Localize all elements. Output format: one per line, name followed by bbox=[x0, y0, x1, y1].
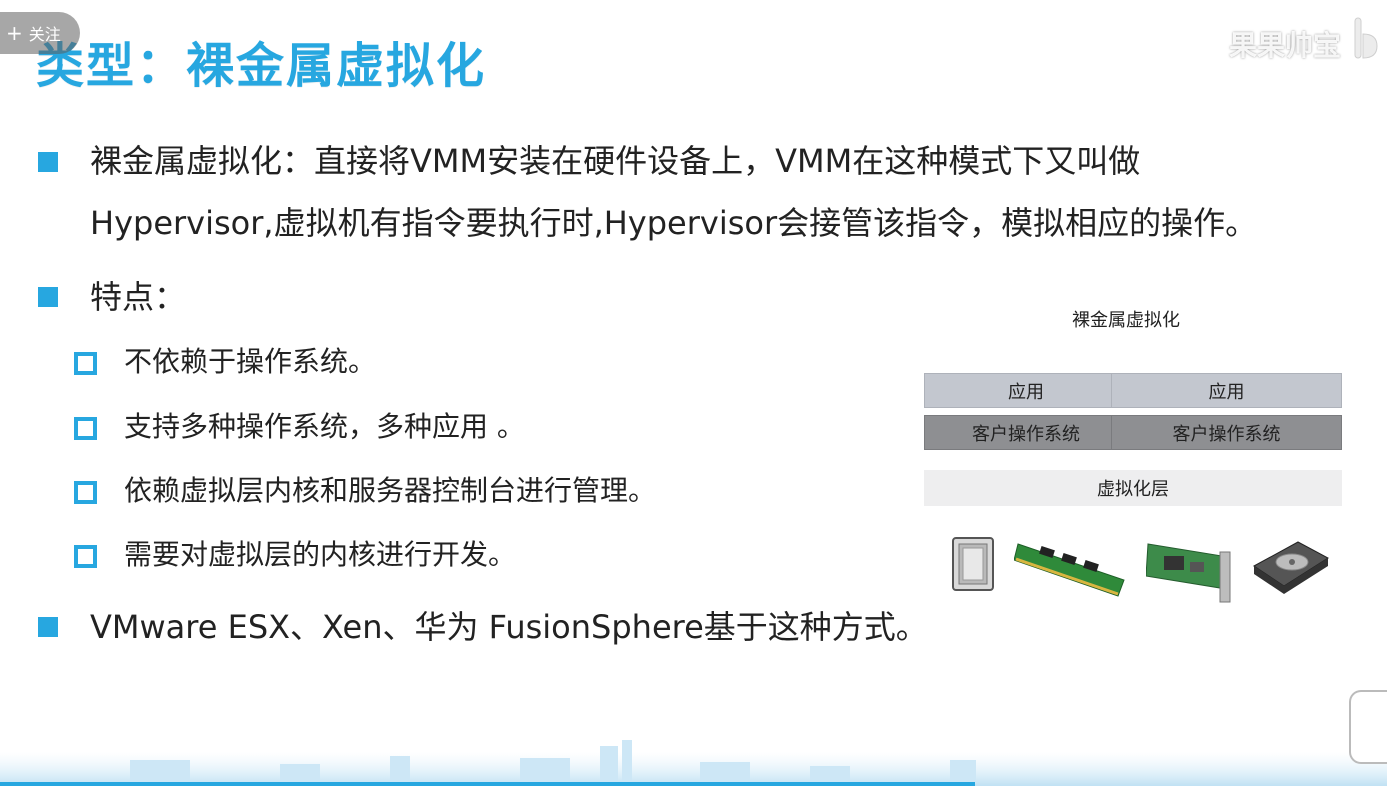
channel-logo-icon bbox=[1354, 17, 1378, 59]
bullet-examples: VMware ESX、Xen、华为 FusionSphere基于这种方式。 bbox=[38, 596, 928, 658]
sub-bullet-text: 依赖虚拟层内核和服务器控制台进行管理。 bbox=[124, 474, 657, 507]
bullet-features: 特点： bbox=[38, 266, 186, 328]
sub-bullet-text: 需要对虚拟层的内核进行开发。 bbox=[124, 538, 517, 571]
app-box-left: 应用 bbox=[924, 373, 1128, 408]
bullet-text: 特点： bbox=[90, 278, 187, 316]
bullet-definition: 裸金属虚拟化：直接将VMM安装在硬件设备上，VMM在这种模式下又叫做 Hyper… bbox=[38, 130, 1257, 254]
bullet-hollow-square-icon bbox=[74, 417, 97, 440]
watermark: 果果帅宝 bbox=[1228, 29, 1341, 62]
bullet-text: Hypervisor,虚拟机有指令要执行时,Hypervisor会接管该指令，模… bbox=[90, 204, 1258, 242]
bullet-hollow-square-icon bbox=[74, 481, 97, 504]
bullet-text: 裸金属虚拟化：直接将VMM安装在硬件设备上，VMM在这种模式下又叫做 bbox=[90, 142, 1141, 180]
virtualization-layer-box: 虚拟化层 bbox=[924, 470, 1342, 506]
sub-bullet: 支持多种操作系统，多种应用 。 bbox=[74, 407, 525, 447]
app-box-right: 应用 bbox=[1111, 373, 1342, 408]
slide-title: 类型：裸金属虚拟化 bbox=[36, 38, 487, 94]
sub-bullet: 需要对虚拟层的内核进行开发。 bbox=[74, 535, 516, 575]
cpu-chip-icon bbox=[952, 537, 994, 591]
follow-label: 关注 bbox=[28, 25, 61, 44]
os-box-right: 客户操作系统 bbox=[1111, 415, 1342, 450]
sub-bullet-text: 支持多种操作系统，多种应用 。 bbox=[124, 410, 525, 443]
sub-bullet: 依赖虚拟层内核和服务器控制台进行管理。 bbox=[74, 471, 656, 511]
follow-button[interactable]: + 关注 bbox=[0, 12, 80, 54]
sub-bullet: 不依赖于操作系统。 bbox=[74, 342, 376, 382]
bullet-hollow-square-icon bbox=[74, 352, 97, 375]
bullet-hollow-square-icon bbox=[74, 545, 97, 568]
diagram-title: 裸金属虚拟化 bbox=[1072, 310, 1180, 331]
sub-bullet-text: 不依赖于操作系统。 bbox=[124, 345, 377, 378]
side-widget-button[interactable] bbox=[1349, 690, 1387, 764]
bare-metal-diagram: 裸金属虚拟化 应用 应用 客户操作系统 客户操作系统 虚拟化层 bbox=[922, 300, 1342, 610]
bullet-square-icon bbox=[38, 617, 58, 637]
hard-disk-icon bbox=[1253, 541, 1329, 594]
plus-icon: + bbox=[6, 21, 23, 45]
network-card-icon bbox=[1146, 543, 1231, 603]
bullet-square-icon bbox=[38, 287, 58, 307]
bullet-text: VMware ESX、Xen、华为 FusionSphere基于这种方式。 bbox=[90, 608, 928, 646]
ram-module-icon bbox=[1014, 543, 1125, 597]
bullet-square-icon bbox=[38, 152, 58, 172]
os-box-left: 客户操作系统 bbox=[924, 415, 1128, 450]
bottom-decoration bbox=[0, 740, 1387, 786]
